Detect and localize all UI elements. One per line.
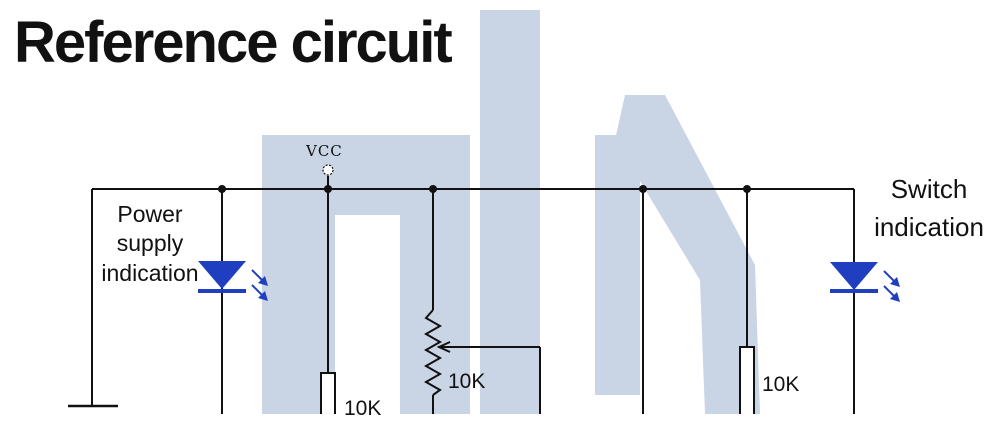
resistor-icon	[739, 346, 755, 414]
led-icon	[830, 262, 900, 302]
junction-dots	[218, 185, 751, 193]
page-title: Reference circuit	[14, 10, 453, 75]
vcc-terminal	[322, 164, 334, 176]
potentiometer-label: 10K	[448, 370, 486, 393]
switch-indication-label: Switch indication	[874, 174, 984, 242]
resistor-label-right: 10K	[762, 373, 800, 396]
resistor-icon	[320, 372, 336, 414]
watermark-logo	[262, 10, 760, 414]
resistor-label-left: 10K	[344, 397, 382, 420]
pot-wiper-arrow	[436, 341, 451, 353]
potentiometer-icon	[423, 309, 443, 396]
power-supply-indication-label: Power supply indication	[101, 201, 199, 286]
led-icon	[198, 261, 268, 301]
vcc-label: VCC	[306, 142, 343, 160]
